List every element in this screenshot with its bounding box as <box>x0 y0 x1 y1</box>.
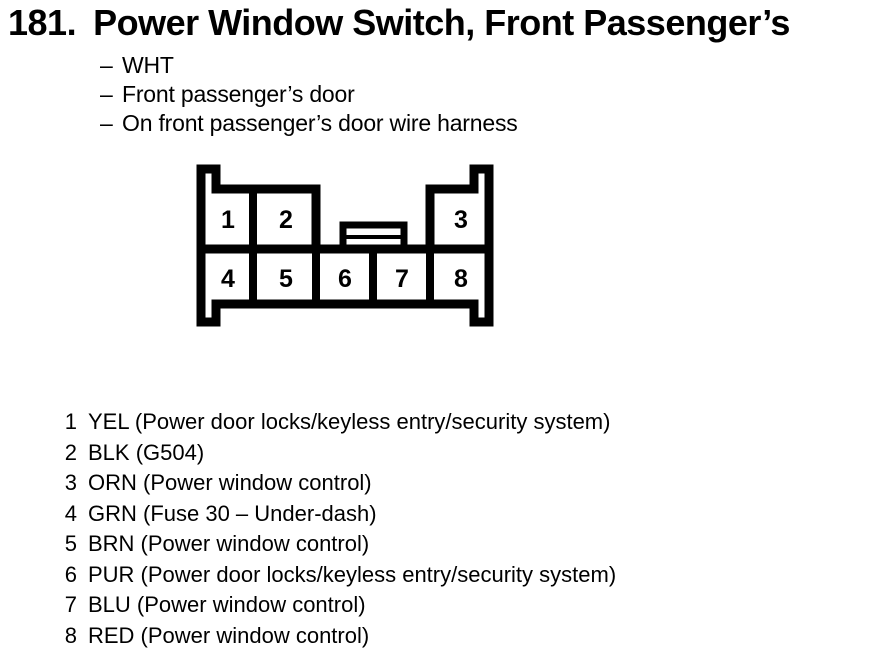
table-row: 4 GRN (Fuse 30 – Under-dash) <box>62 499 616 530</box>
section-number: 181. <box>8 2 77 43</box>
pin-number: 3 <box>64 470 77 495</box>
pin-cavity-4: 4 <box>221 265 235 293</box>
table-row: 2 BLK (G504) <box>62 438 616 469</box>
list-item: – Front passenger’s door <box>100 80 518 109</box>
pin-cavity-6: 6 <box>338 265 352 293</box>
pin-number: 1 <box>64 409 77 434</box>
section-heading: 181. Power Window Switch, Front Passenge… <box>8 2 790 44</box>
pin-description: YEL (Power door locks/keyless entry/secu… <box>88 409 611 434</box>
table-row: 1 YEL (Power door locks/keyless entry/se… <box>62 407 616 438</box>
pin-legend: 1 YEL (Power door locks/keyless entry/se… <box>62 407 616 651</box>
pin-description: ORN (Power window control) <box>88 470 372 495</box>
pin-cavity-7: 7 <box>395 265 409 293</box>
connector-cavity-dividers <box>249 189 434 304</box>
pin-cavity-5: 5 <box>279 265 293 293</box>
pin-description: BLU (Power window control) <box>88 592 366 617</box>
list-item: – WHT <box>100 51 518 80</box>
connector-latch-tab <box>339 221 408 247</box>
pin-description: RED (Power window control) <box>88 622 370 648</box>
pin-number: 8 <box>64 622 77 648</box>
pin-description: BRN (Power window control) <box>88 531 370 556</box>
bullet-text-location: Front passenger’s door <box>122 81 355 107</box>
connector-outline <box>196 164 494 327</box>
pin-number: 4 <box>64 500 77 526</box>
pin-number: 7 <box>64 592 77 617</box>
bullet-text-harness: On front passenger’s door wire harness <box>122 110 518 136</box>
pin-description: BLK (G504) <box>88 439 205 465</box>
bullet-dash: – <box>100 81 113 107</box>
bullet-text-wire-color: WHT <box>122 52 174 78</box>
pin-cavity-8: 8 <box>454 265 468 293</box>
table-row: 3 ORN (Power window control) <box>62 468 616 499</box>
pin-number: 2 <box>64 439 77 465</box>
pin-number: 5 <box>64 531 77 556</box>
bullet-dash: – <box>100 52 113 78</box>
pin-description: PUR (Power door locks/keyless entry/secu… <box>88 561 617 587</box>
table-row: 8 RED (Power window control) <box>62 621 616 652</box>
pin-description: GRN (Fuse 30 – Under-dash) <box>88 500 377 526</box>
pin-cavity-3: 3 <box>454 206 468 234</box>
table-row: 5 BRN (Power window control) <box>62 529 616 560</box>
bullet-dash: – <box>100 110 113 136</box>
pin-number: 6 <box>64 561 77 587</box>
pin-cavity-2: 2 <box>279 206 293 234</box>
pin-cavity-1: 1 <box>221 206 235 234</box>
connector-diagram: 1 2 3 4 5 6 7 8 <box>196 164 494 327</box>
table-row: 6 PUR (Power door locks/keyless entry/se… <box>62 560 616 591</box>
page-title: Power Window Switch, Front Passenger’s <box>93 2 790 43</box>
list-item: – On front passenger’s door wire harness <box>100 109 518 138</box>
table-row: 7 BLU (Power window control) <box>62 590 616 621</box>
bullet-list: – WHT – Front passenger’s door – On fron… <box>100 51 518 138</box>
